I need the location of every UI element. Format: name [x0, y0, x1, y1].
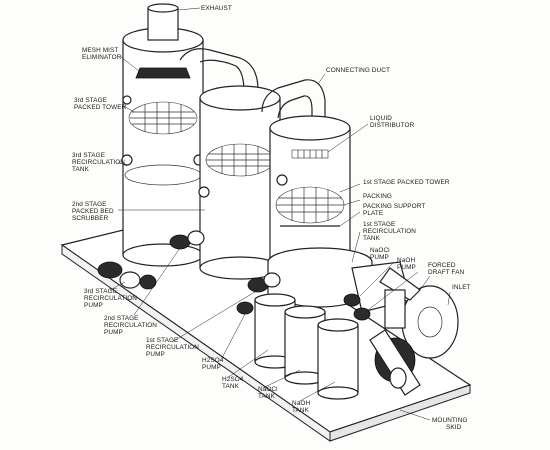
mesh-mist-eliminator [135, 67, 191, 79]
label-mesh-mist-1: MESH MIST [82, 47, 118, 54]
label-stage3-tank-3: TANK [72, 166, 90, 173]
naoh-pump [353, 307, 371, 321]
label-skid-2: SKID [446, 424, 462, 431]
label-naocl-pump-2: PUMP [370, 254, 389, 261]
label-stage3-tank-1: 3rd STAGE [72, 152, 105, 159]
label-liquid-dist-1: LIQUID [370, 115, 392, 122]
label-h2so4-pump-2: PUMP [202, 364, 221, 371]
labels: EXHAUST MESH MIST ELIMINATOR CONNECTING … [72, 5, 471, 431]
forced-draft-fan [351, 261, 459, 359]
label-fan-2: DRAFT FAN [428, 269, 465, 276]
third-stage-tower [121, 3, 205, 267]
label-liquid-dist-2: DISTRIBUTOR [370, 122, 415, 129]
label-stage3-pump-1: 3rd STAGE [84, 288, 117, 295]
label-mesh-mist-2: ELIMINATOR [82, 54, 122, 61]
naoh-tank [317, 318, 359, 400]
label-stage1-pump-2: RECIRCULATION [146, 344, 199, 351]
second-stage-pump [169, 230, 205, 250]
label-stage1-tank-3: TANK [363, 235, 381, 242]
label-stage2-scrub-3: SCRUBBER [72, 215, 109, 222]
label-connecting-duct: CONNECTING DUCT [326, 67, 390, 74]
naocl-pump [343, 293, 361, 307]
label-stage2-pump-2: RECIRCULATION [104, 322, 157, 329]
label-stage3-pump-3: PUMP [84, 302, 103, 309]
label-naocl-tank-2: TANK [258, 393, 276, 400]
label-naocl-tank-1: NaOCl [258, 386, 278, 393]
label-stage1-tower: 1st STAGE PACKED TOWER [363, 179, 450, 186]
label-stage2-pump-1: 2nd STAGE [104, 315, 139, 322]
label-naoh-tank-2: TANK [292, 407, 310, 414]
label-packing: PACKING [363, 193, 392, 200]
h2so4-pump [236, 301, 254, 315]
label-naoh-pump-1: NaOH [397, 257, 415, 264]
label-h2so4-tank-1: H2SO4 [222, 376, 244, 383]
label-stage1-pump-1: 1st STAGE [146, 337, 178, 344]
label-naoh-tank-1: NaOH [292, 400, 310, 407]
label-support-1: PACKING SUPPORT [363, 203, 425, 210]
label-support-2: PLATE [363, 210, 383, 217]
label-stage1-pump-3: PUMP [146, 351, 165, 358]
label-stage2-scrub-2: PACKED BED [72, 208, 114, 215]
label-h2so4-pump-1: H2SO4 [202, 357, 224, 364]
leader-lines [109, 7, 451, 421]
label-stage3-tank-2: RECIRCULATION [72, 159, 125, 166]
label-stage2-pump-3: PUMP [104, 329, 123, 336]
first-stage-pump [247, 272, 281, 293]
label-h2so4-tank-2: TANK [222, 383, 240, 390]
label-fan-1: FORCED [428, 262, 456, 269]
label-skid-1: MOUNTING [432, 417, 468, 424]
second-stage-scrubber [198, 85, 282, 280]
label-stage2-scrub-1: 2nd STAGE [72, 201, 107, 208]
label-stage3-pump-2: RECIRCULATION [84, 295, 137, 302]
fan-motor [369, 329, 421, 396]
label-stage3-tower-1: 3rd STAGE [74, 97, 107, 104]
label-inlet: INLET [452, 284, 471, 291]
label-exhaust: EXHAUST [201, 5, 232, 12]
label-stage1-tank-2: RECIRCULATION [363, 228, 416, 235]
label-stage1-tank-1: 1st STAGE [363, 221, 395, 228]
label-naocl-pump-1: NaOCl [370, 247, 390, 254]
label-stage3-tower-2: PACKED TOWER [74, 104, 127, 111]
third-stage-pump [97, 261, 157, 290]
label-naoh-pump-2: PUMP [397, 264, 416, 271]
